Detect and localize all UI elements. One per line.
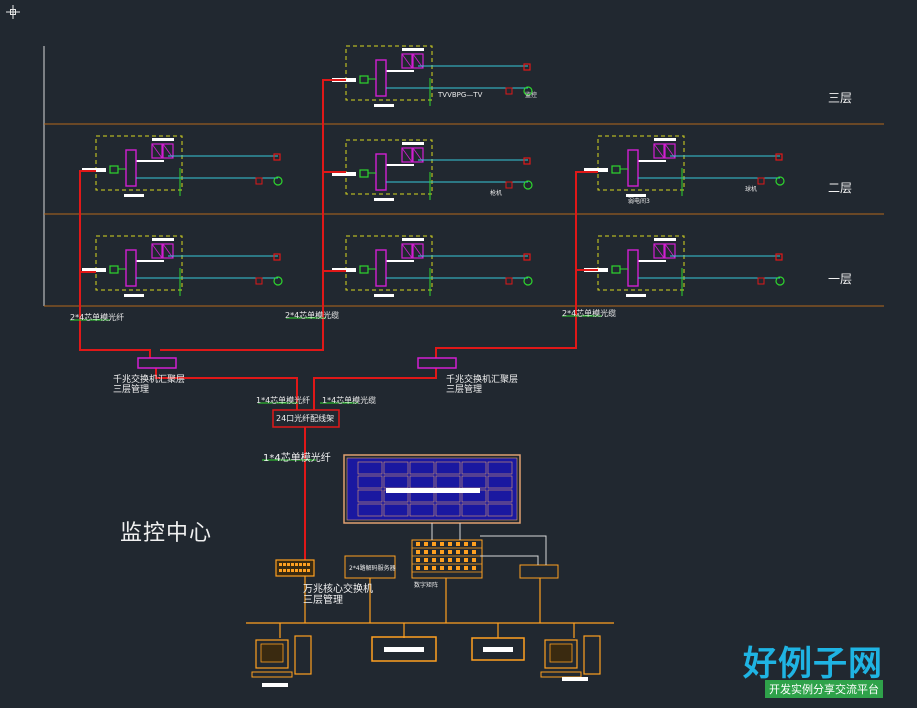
left-riser [79,170,151,358]
cable-label-tvvbpg: TVVBPG—TV [438,91,483,99]
cable-label-a: 1*4芯单模光纤 [256,396,311,405]
workstation-left [251,635,312,687]
closet-f1-right [584,235,785,297]
workstation-right [540,635,601,681]
mid-riser [160,79,346,351]
backbone-lines [79,79,598,560]
agg-left-label: 千兆交换机汇聚层 [113,375,186,385]
right-to-odf [313,368,437,410]
floor-label-3: 三层 [828,91,853,105]
core-switch-sub: 三层管理 [303,595,343,606]
closets [82,45,785,297]
left-to-odf [155,368,298,410]
cable-label-mid: 2*4芯单模光缆 [285,311,340,320]
agg-switch-right [417,357,457,369]
closet-f1-mid [332,235,533,297]
cam3-label: 监控 [525,92,538,99]
watermark-subtitle: 开发实例分享交流平台 [765,680,883,698]
closet-f2-right [584,135,785,197]
keyboard-controller [519,564,559,579]
decoder-label: 2*4路解码服务器 [349,565,396,572]
floor-label-1: 一层 [828,272,853,286]
monitor-center-title: 监控中心 [120,521,213,546]
workstations [251,635,601,687]
orange-bus [246,576,614,638]
agg-left-sub: 三层管理 [113,385,150,395]
matrix-label: 数字矩阵 [414,582,439,589]
control-wires [431,523,547,565]
closet-f1-left [82,235,283,297]
agg-right-sub: 三层管理 [446,385,483,395]
display-1 [371,636,437,662]
watermark-logo: 好例子网 [743,644,883,684]
cable-label-b: 1*4芯单模光缆 [322,396,377,405]
cable-label-left: 2*4芯单模光纤 [70,313,125,322]
cad-axis-icon [6,5,20,19]
floor-label-2: 二层 [828,181,853,195]
cable-ticks [70,315,602,461]
video-wall [343,454,521,524]
agg-switch-left [137,357,177,369]
agg-right-label: 千兆交换机汇聚层 [446,375,519,385]
core-switch [275,559,315,577]
closet-f3-mid [332,45,533,107]
odf-box [272,409,340,428]
matrix [411,539,483,579]
core-equipment [275,539,559,579]
right-riser [435,171,598,358]
cam2a-label: 枪机 [490,190,503,197]
cable-label-main: 1*4芯单模光纤 [263,453,331,464]
display-2 [471,637,525,661]
closet-f2-mid [332,139,533,201]
cable-label-right: 2*4芯单模光缆 [562,309,617,318]
elev-label: 弱电间3 [628,198,650,205]
cam2b-label: 球机 [745,186,758,193]
closet-f2-left [82,135,283,197]
core-switch-label: 万兆核心交换机 [303,584,373,595]
odf-label: 24口光纤配线架 [276,414,335,423]
